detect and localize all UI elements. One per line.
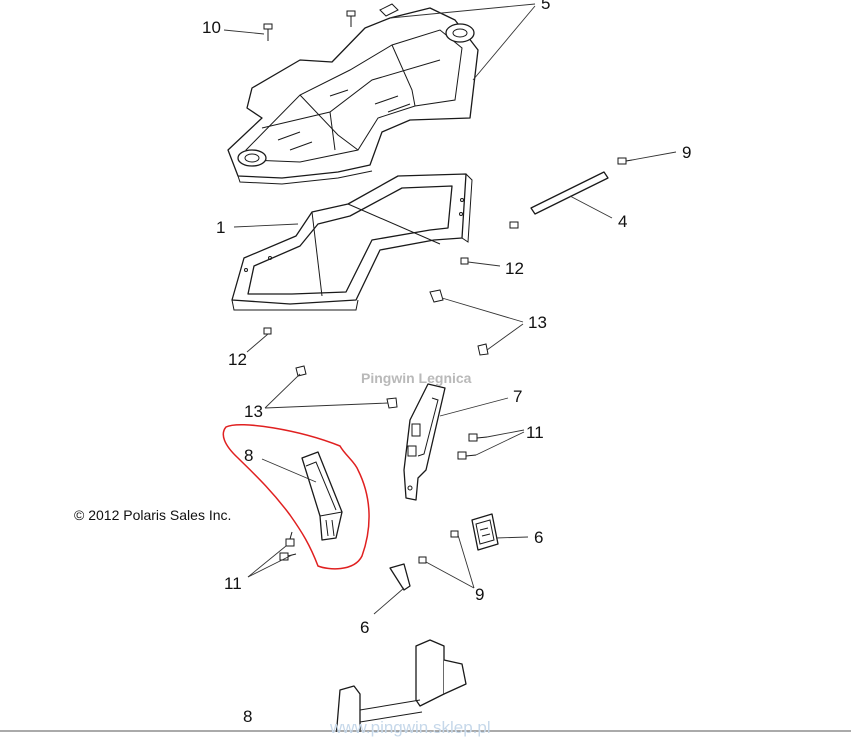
callout-6-wedge: 6 [360, 618, 369, 637]
part-1-frame [231, 173, 473, 311]
callout-5: 5 [541, 0, 550, 13]
part-4-rod [530, 171, 609, 215]
part-12-nut-lower [263, 327, 272, 335]
callout-6-latch: 6 [534, 528, 543, 547]
part-6-latch [471, 513, 499, 551]
callout-1: 1 [216, 218, 225, 237]
callout-9-top: 9 [682, 143, 691, 162]
watermark: Pingwin Legnica [361, 370, 472, 386]
part-11-bolts-left [279, 531, 297, 561]
callout-8: 8 [244, 446, 253, 465]
callout-12-lower: 12 [228, 350, 247, 369]
part-5-rack-tray [227, 3, 479, 185]
callout-4: 4 [618, 212, 627, 231]
part-9-screw-top [617, 157, 633, 165]
screw-frame [509, 221, 519, 229]
leader-lines [223, 3, 677, 615]
part-7-bracket [403, 383, 446, 501]
part-13-clip-d [386, 397, 398, 409]
part-13-clip-c [295, 365, 307, 377]
lower-frame-partial [335, 639, 467, 738]
part-9-screw-lower [418, 530, 459, 564]
footer-url[interactable]: www.pingwin.sklep.pl [329, 718, 491, 737]
part-11-bolts-right [457, 433, 488, 460]
callout-partial: 8 [243, 707, 252, 726]
part-10-bolt [263, 23, 273, 41]
callout-13-upper: 13 [528, 313, 547, 332]
part-13-clip-a [429, 289, 444, 303]
part-8-bracket [301, 451, 343, 541]
top-bolt [346, 10, 356, 27]
copyright-notice: © 2012 Polaris Sales Inc. [74, 507, 231, 523]
callout-12-upper: 12 [505, 259, 524, 278]
part-6-wedge [389, 563, 411, 591]
part-13-clip-b [477, 343, 489, 356]
callout-10: 10 [202, 18, 221, 37]
callouts: 10 5 9 1 4 12 13 12 13 7 11 8 6 11 9 6 8 [202, 0, 691, 726]
callout-11-right: 11 [526, 423, 544, 442]
callout-9-lower: 9 [475, 585, 484, 604]
callout-7: 7 [513, 387, 522, 406]
part-12-nut-upper [460, 257, 469, 265]
callout-13-lower: 13 [244, 402, 263, 421]
highlight-circle [222, 424, 370, 570]
callout-11-left: 11 [224, 574, 242, 593]
